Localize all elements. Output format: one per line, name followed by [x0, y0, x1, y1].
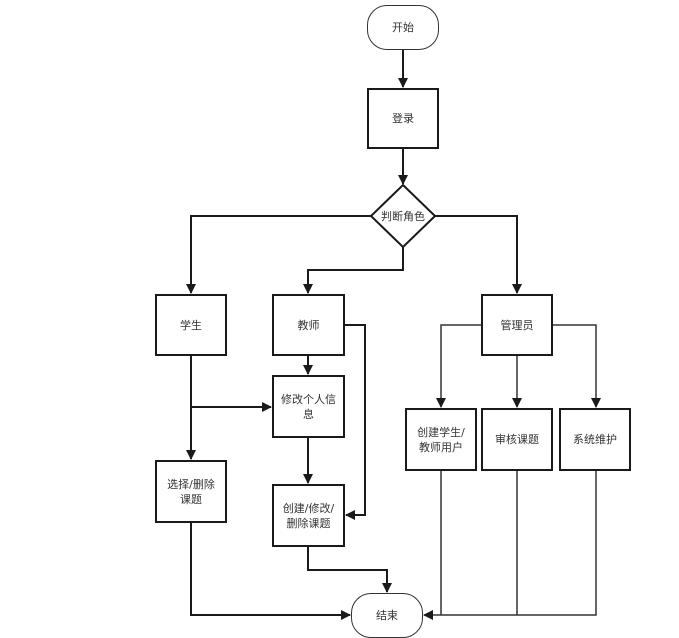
edge-decision-student — [186, 215, 371, 294]
student-label: 学生 — [180, 318, 202, 332]
select-delete-topic-label: 选择/删除课题 — [167, 477, 215, 506]
edge-admin-maintenance — [553, 324, 601, 408]
edge-maintenance-end — [423, 471, 597, 620]
admin-label: 管理员 — [500, 318, 534, 332]
review-topic-node: 审核课题 — [481, 408, 553, 471]
decision-node: 判断角色 — [371, 205, 435, 227]
teacher-label: 教师 — [297, 318, 320, 332]
student-node: 学生 — [155, 294, 227, 356]
teacher-node: 教师 — [272, 294, 345, 356]
edge-decision-admin — [435, 215, 522, 294]
login-node: 登录 — [367, 88, 439, 149]
create-modify-delete-topic-node: 创建/修改/删除课题 — [272, 484, 345, 547]
select-delete-topic-node: 选择/删除课题 — [155, 460, 227, 523]
decision-diamond — [369, 183, 437, 249]
start-node: 开始 — [367, 5, 439, 50]
end-node: 结束 — [351, 593, 423, 638]
edge-decision-teacher — [303, 246, 404, 294]
create-users-node: 创建学生/教师用户 — [405, 408, 477, 471]
system-maintenance-label: 系统维护 — [573, 433, 617, 446]
create-users-label: 创建学生/教师用户 — [417, 425, 465, 454]
admin-node: 管理员 — [481, 294, 553, 356]
edge-topic-end — [307, 547, 392, 593]
edit-profile-label: 修改个人信息 — [281, 392, 336, 421]
edit-profile-node: 修改个人信息 — [272, 375, 345, 438]
system-maintenance-node: 系统维护 — [559, 408, 631, 471]
create-modify-delete-topic-label: 创建/修改/删除课题 — [282, 501, 335, 530]
end-label: 结束 — [376, 609, 398, 622]
edge-admin-create-users — [436, 324, 481, 408]
edge-teacher-topic — [345, 324, 366, 520]
start-label: 开始 — [392, 21, 414, 34]
edge-select-topic-end — [190, 523, 351, 620]
login-label: 登录 — [392, 112, 414, 125]
review-topic-label: 审核课题 — [495, 433, 539, 446]
decision-label: 判断角色 — [381, 210, 425, 223]
